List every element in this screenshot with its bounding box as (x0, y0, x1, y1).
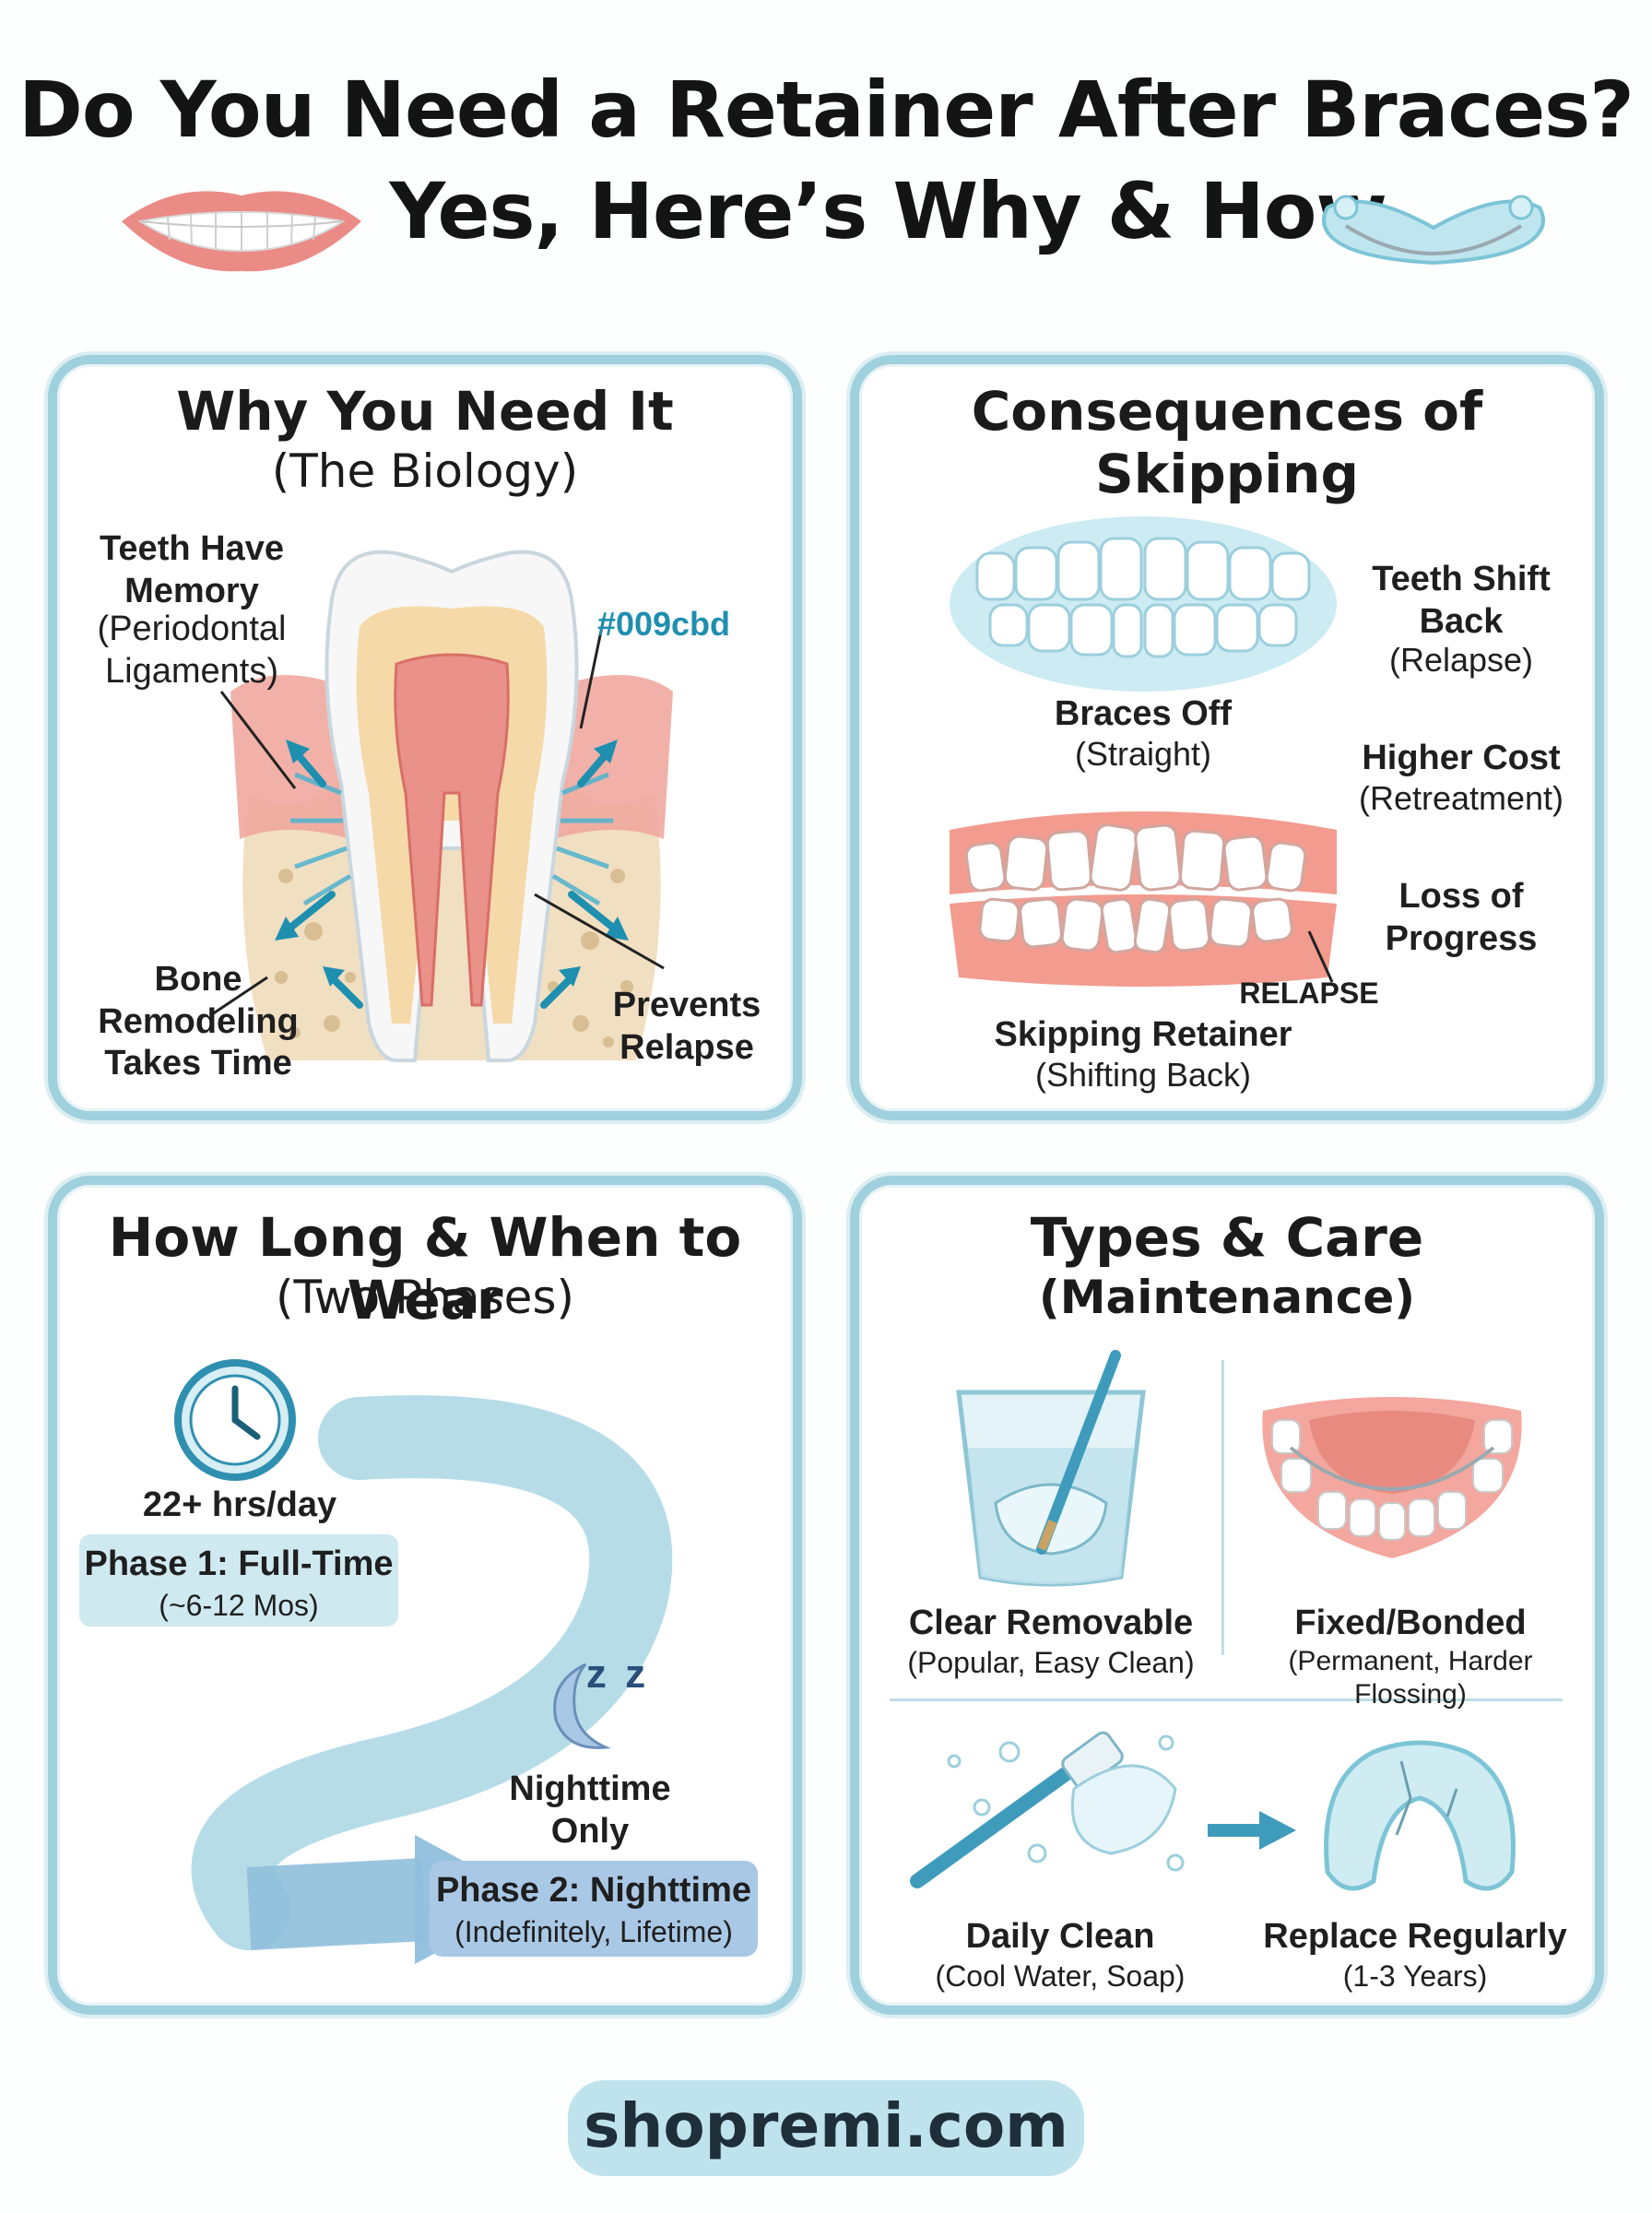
label-teeth-memory-sub: (Periodontal Ligaments) (97, 609, 287, 691)
phase1-sub: (~6-12 Mos) (159, 1589, 319, 1622)
phase2-title: Phase 2: Nighttime (435, 1871, 752, 1910)
fixed-bonded-title: Fixed/Bonded (1294, 1604, 1527, 1642)
consequence-cost-sub: (Retreatment) (1358, 779, 1564, 817)
label-bone-remodeling: Bone Remodeling Takes Time (98, 960, 299, 1083)
braces-off-sub: (Straight) (1074, 735, 1212, 773)
zzz-icon-text: z z (585, 1651, 650, 1697)
fixed-bonded-sub: (Permanent, Harder Flossing) (1288, 1646, 1533, 1710)
daily-clean-title: Daily Clean (965, 1917, 1155, 1956)
consequence-shift-title: Teeth Shift Back (1372, 560, 1551, 641)
clear-removable-title: Clear Removable (908, 1604, 1194, 1642)
daily-clean-sub: (Cool Water, Soap) (935, 1959, 1186, 1993)
fixed-retainer-icon (1262, 1397, 1522, 1558)
straight-teeth-illustration (950, 516, 1337, 692)
types-title: Types & Care (1030, 1206, 1424, 1269)
relapse-teeth-illustration (950, 811, 1337, 987)
types-subtitle: (Maintenance) (1038, 1271, 1416, 1324)
worn-retainer-icon (1324, 1740, 1516, 1891)
label-teeth-memory-title: Teeth Have Memory (100, 529, 284, 610)
page-title-line2: Yes, Here’s Why & How. (389, 166, 1410, 256)
phase2-box (430, 1861, 758, 1957)
retainer-icon (1322, 195, 1545, 266)
phase1-box (79, 1534, 398, 1627)
hours-per-day: 22+ hrs/day (142, 1485, 337, 1524)
braces-off-title: Braces Off (1054, 694, 1233, 733)
smile-lips-icon (122, 191, 361, 272)
consequence-cost-title: Higher Cost (1362, 739, 1561, 777)
relapse-tag: RELAPSE (1239, 976, 1379, 1010)
how-long-subtitle: (Two Phases) (276, 1271, 574, 1324)
label-prevents-relapse: Prevents Relapse (612, 986, 761, 1067)
footer-banner (568, 2080, 1084, 2176)
skipping-retainer-title: Skipping Retainer (994, 1015, 1292, 1054)
why-subtitle: (The Biology) (271, 444, 579, 498)
how-long-title: How Long & When to Wear (108, 1206, 742, 1331)
consequence-progress-title: Loss of Progress (1385, 877, 1538, 958)
toothbrush-icon (910, 1731, 1185, 1888)
arrow-right-icon (1208, 1811, 1296, 1850)
clock-icon (174, 1359, 296, 1481)
retainer-cleaning-glass-icon (956, 1350, 1146, 1587)
label-color-code: #009cbd (596, 605, 731, 643)
why-title: Why You Need It (176, 380, 674, 443)
phase2-sub: (Indefinitely, Lifetime) (454, 1915, 733, 1948)
consequences-title: Consequences of Skipping (971, 380, 1483, 505)
clear-removable-sub: (Popular, Easy Clean) (907, 1646, 1195, 1679)
panel-consequences (850, 355, 1604, 1120)
phase1-title: Phase 1: Full-Time (84, 1544, 394, 1583)
types-horizontal-divider (890, 1698, 1563, 1701)
replace-regularly-sub: (1-3 Years) (1342, 1959, 1488, 1993)
page-title-line1: Do You Need a Retainer After Braces? (18, 65, 1634, 155)
consequence-shift-sub: (Relapse) (1388, 641, 1534, 679)
footer-site[interactable]: shopremi.com (584, 2090, 1068, 2161)
replace-regularly-title: Replace Regularly (1263, 1917, 1567, 1956)
nighttime-only-label: Nighttime Only (509, 1769, 671, 1851)
moon-icon (553, 1663, 611, 1749)
skipping-retainer-sub: (Shifting Back) (1034, 1056, 1252, 1094)
types-vertical-divider (1221, 1360, 1224, 1655)
tooth-cross-section-illustration (211, 550, 673, 1062)
